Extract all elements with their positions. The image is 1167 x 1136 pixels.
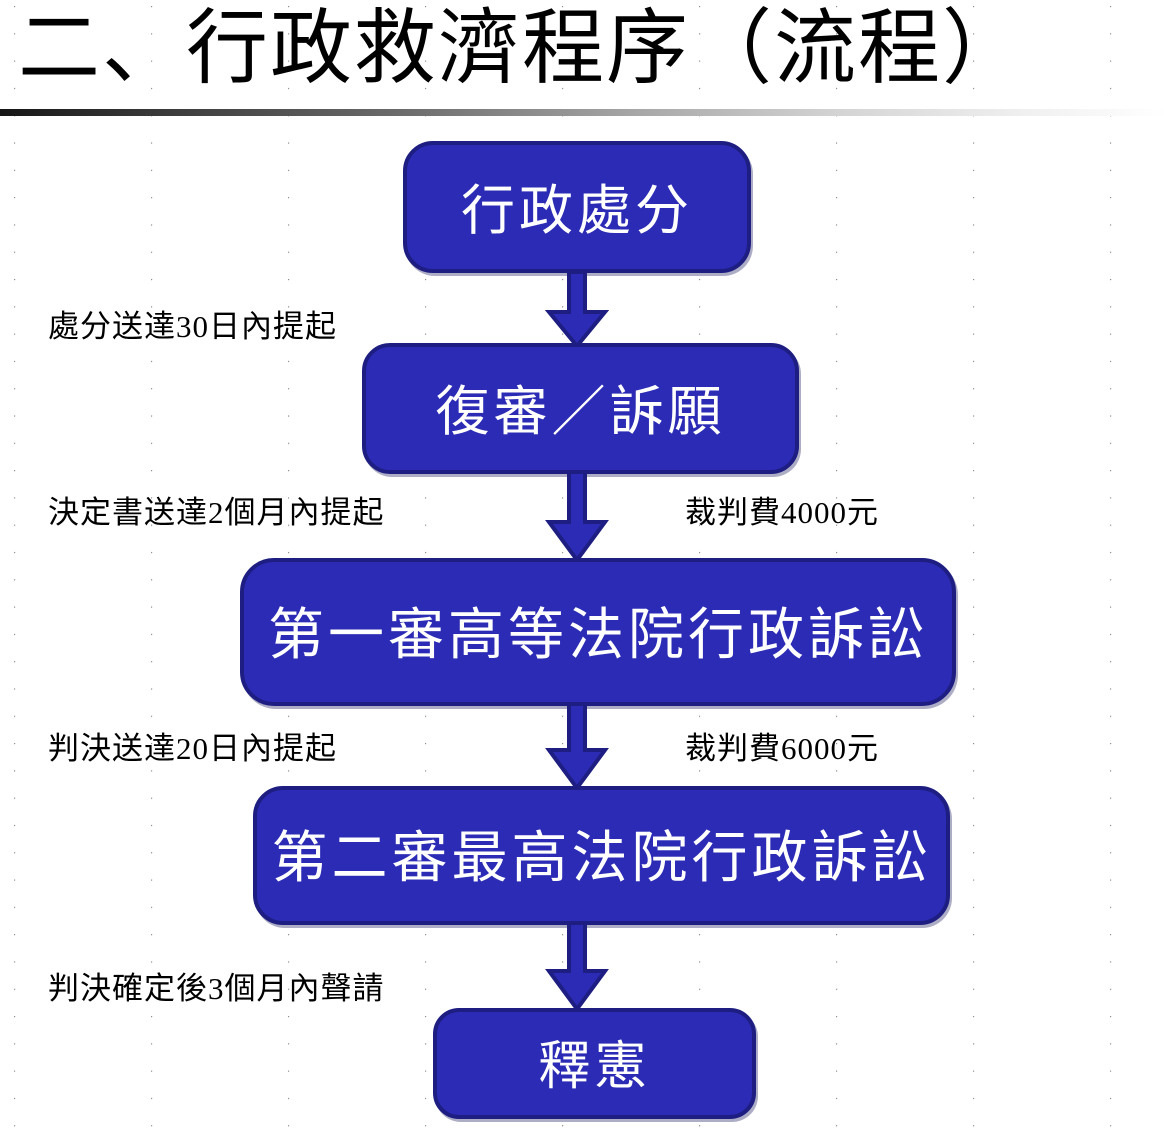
flow-node-administrative-disposition[interactable]: 行政處分 <box>403 141 751 273</box>
flow-arrow-down-2 <box>545 472 609 562</box>
annotation-deadline-disposition: 處分送達30日內提起 <box>48 309 337 344</box>
flow-node-label: 行政處分 <box>461 180 693 241</box>
annotation-deadline-judgment: 判決送達20日內提起 <box>48 731 337 766</box>
title-area: 二、行政救濟程序（流程） <box>0 0 1167 116</box>
title-divider-rule <box>0 109 1167 116</box>
flow-arrow-down-3 <box>545 704 609 790</box>
flow-node-label: 第二審最高法院行政訴訟 <box>271 828 932 890</box>
flow-node-first-instance-high-court[interactable]: 第一審高等法院行政訴訟 <box>240 558 956 706</box>
annotation-fee-first-instance: 裁判費4000元 <box>685 495 879 530</box>
annotation-fee-second-instance: 裁判費6000元 <box>685 731 879 766</box>
annotation-deadline-decision: 決定書送達2個月內提起 <box>48 495 385 530</box>
flow-arrow-down-4 <box>545 923 609 1011</box>
flow-node-label: 復審／訴願 <box>435 382 726 442</box>
flow-arrow-down-1 <box>545 272 609 348</box>
flow-node-label: 釋憲 <box>538 1039 651 1096</box>
flow-node-label: 第一審高等法院行政訴訟 <box>268 604 928 667</box>
page-title: 二、行政救濟程序（流程） <box>18 3 1027 94</box>
flow-node-review-appeal[interactable]: 復審／訴願 <box>362 343 799 474</box>
flow-node-second-instance-supreme-court[interactable]: 第二審最高法院行政訴訟 <box>253 786 950 925</box>
flow-node-constitutional-interpretation[interactable]: 釋憲 <box>433 1008 756 1119</box>
annotation-deadline-constitutional: 判決確定後3個月內聲請 <box>48 971 385 1006</box>
